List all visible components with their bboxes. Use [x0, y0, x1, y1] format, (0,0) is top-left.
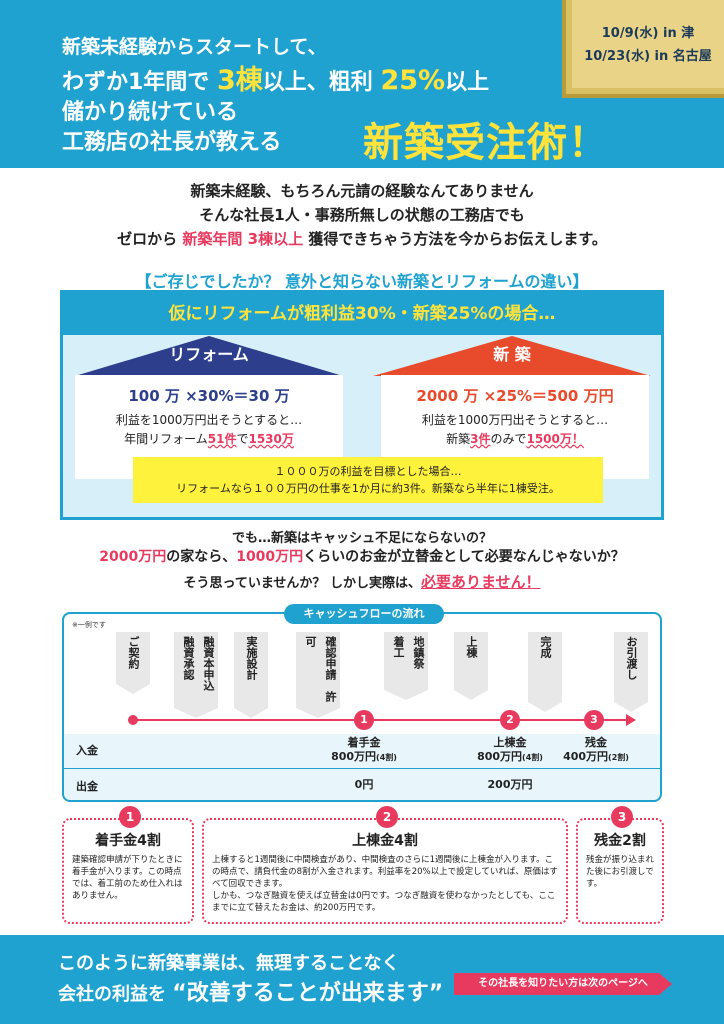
new-label: 新 築 [493, 345, 531, 364]
pin-2: 2 [500, 710, 520, 730]
intro-line2: そんな社長1人・事務所無しの状態の工務店でも [199, 206, 525, 224]
cashflow-step-label: 上棟 [454, 632, 488, 690]
question-line1: でも…新築はキャッシュ不足にならないの？ [231, 531, 492, 546]
date-ribbon: 10/9(水) in 津 10/23(水) in 名古屋 [562, 0, 724, 98]
payment-3: 残金 400万円(2割) [563, 736, 629, 763]
new-line1: 利益を1000万円出そうとすると… [421, 413, 609, 427]
note-3: 3 残金2割 残金が振り込まれた後にお引渡しです。 [576, 806, 664, 924]
cashflow-step-arrow [454, 690, 488, 700]
expense-label: 出金 [76, 780, 98, 793]
reform-calc: 100 万 ×30%＝30 万 [128, 387, 290, 405]
headline-num2: 25% [380, 65, 446, 96]
pin-3: 3 [584, 710, 604, 730]
headline-line1: 新築未経験からスタートして、 [62, 36, 327, 58]
payment-1: 着手金 800万円(4割) [331, 736, 397, 763]
row-divider [64, 768, 660, 769]
headline-num1: 3棟 [216, 65, 263, 96]
comparison-banner: 仮にリフォームが粗利益30%・新築25%の場合… [63, 293, 661, 335]
note-1: 1 着手金4割 建築確認申請が下りたときに着手金が入ります。この時点では、着工前… [62, 806, 194, 924]
question-line2: 2000万円の家なら、1000万円くらいのお金が立替金として必要なんじゃないか？ [99, 549, 625, 565]
cashflow-step-arrow [528, 702, 562, 712]
new-calc: 2000 万 ×25%＝500 万円 [416, 387, 614, 405]
reform-line1: 利益を1000万円出そうとすると… [115, 413, 303, 427]
cashflow-step-label: 確認申請 許可 [296, 632, 340, 708]
reform-label: リフォーム [169, 345, 249, 364]
comparison-box: 仮にリフォームが粗利益30%・新築25%の場合… リフォーム 100 万 ×30… [60, 290, 664, 520]
timeline-start-dot [128, 715, 138, 725]
new-roof [373, 336, 651, 376]
cashflow-step-label: 実施設計 [234, 632, 268, 708]
cashflow-chart: キャッシュフローの流れ ※一例です ご契約融資本申込 融資承認実施設計確認申請 … [62, 604, 662, 802]
income-label: 入金 [76, 744, 98, 757]
footer-line2: 会社の利益を “改善することが出来ます” [58, 981, 444, 1006]
cashflow-step-label: 融資本申込 融資承認 [174, 632, 218, 708]
hero-banner: 10/9(水) in 津 10/23(水) in 名古屋 新築未経験からスタート… [0, 0, 724, 168]
date-nagoya: 10/23(水) in 名古屋 [584, 49, 712, 64]
payment-2: 上棟金 800万円(4割) [477, 736, 543, 763]
timeline-line [132, 719, 628, 721]
expense-2: 200万円 [487, 778, 533, 791]
footer: このように新築事業は、無理することなく 会社の利益を “改善することが出来ます”… [0, 935, 724, 1024]
headline-line4: 工務店の社長が教える [62, 130, 282, 155]
expense-1: 0円 [354, 778, 374, 791]
cashflow-step-arrow [384, 690, 428, 700]
cashflow-step-arrow [614, 702, 648, 712]
date-tsu: 10/9(水) in 津 [601, 26, 695, 41]
cashflow-step-label: ご契約 [116, 632, 150, 684]
cashflow-step-label: お引渡し [614, 632, 648, 702]
cashflow-step-label: 完成 [528, 632, 562, 702]
reform-roof [75, 336, 343, 376]
intro-line3: ゼロから 新築年間 3棟以上 獲得できちゃう方法を今からお伝えします。 [117, 230, 607, 248]
cashflow-step-arrow [174, 708, 218, 718]
cashflow-tag: キャッシュフローの流れ [284, 604, 444, 624]
section-heading: 【ご存じでしたか？ 意外と知らない新築とリフォームの違い】 [135, 272, 589, 291]
cashflow-step-arrow [234, 708, 268, 718]
pin-1: 1 [354, 710, 374, 730]
footer-line1: このように新築事業は、無理することなく [58, 953, 400, 974]
headline-line2: わずか1年間で 3棟以上、粗利 25%以上 [62, 65, 490, 96]
example-note: ※一例です [72, 621, 106, 629]
headline-line3: 儲かり続けている [62, 100, 239, 125]
timeline-arrow [626, 714, 636, 726]
reform-line2: 年間リフォーム51件で1530万 [124, 432, 294, 446]
cashflow-step-arrow [116, 684, 150, 694]
intro-line1: 新築未経験、もちろん元請の経験なんてありません [190, 182, 534, 200]
cashflow-step-arrow [296, 708, 340, 718]
page-title: 新築受注術！ [363, 120, 609, 166]
note-2: 2 上棟金4割 上棟すると1週間後に中間検査があり、中間検査のさらに1週間後に上… [202, 806, 568, 924]
question-line3: そう思っていませんか？ しかし実際は、必要ありません！ [183, 573, 541, 591]
profit-target-note: １０００万の利益を目標とした場合… リフォームなら１００万円の仕事を1か月に約3… [133, 457, 603, 503]
new-line2: 新築3件のみで1500万！ [446, 432, 584, 446]
next-page-button[interactable]: その社長を知りたい方は次のページへ [454, 973, 672, 995]
cashflow-step-label: 地鎮祭 着工 [384, 632, 428, 690]
